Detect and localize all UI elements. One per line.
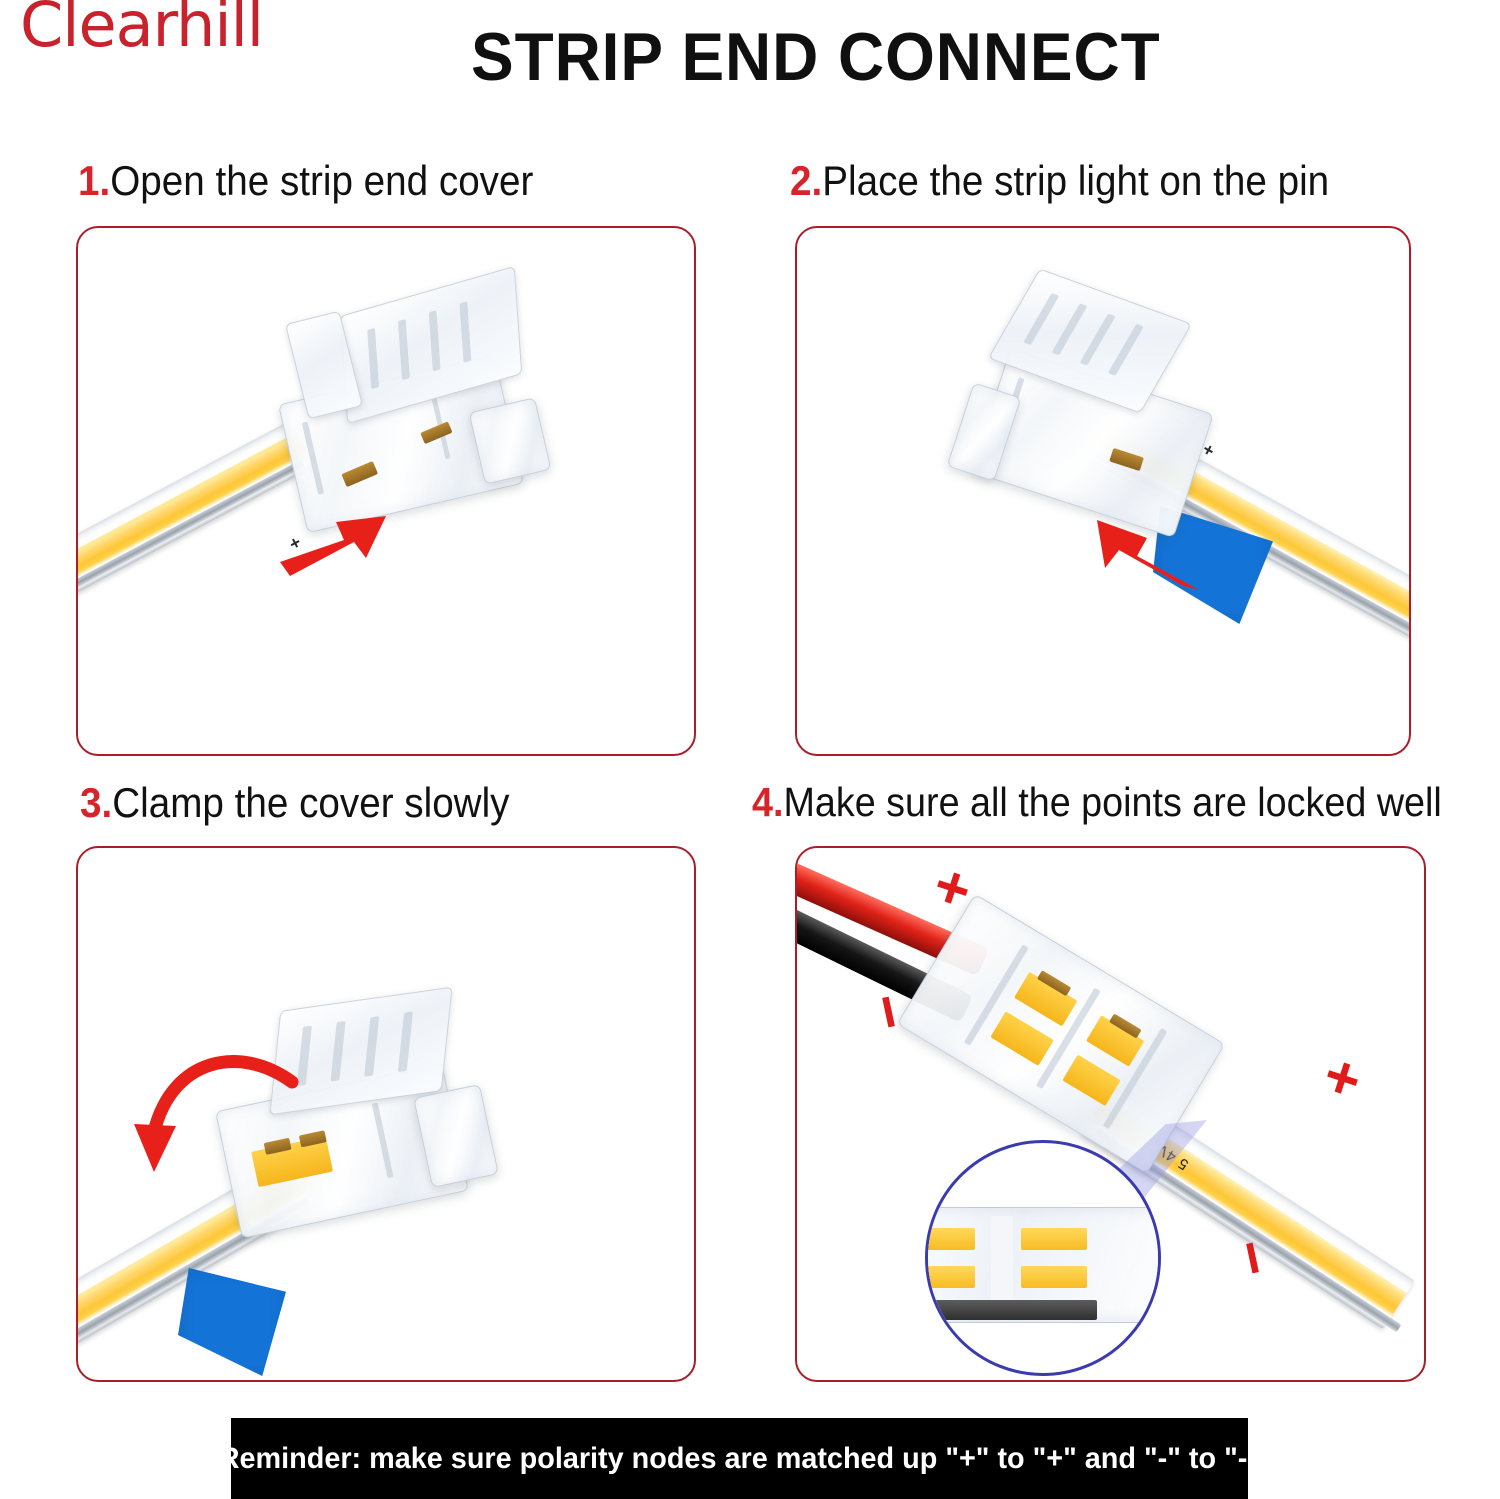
step-2-text: Place the strip light on the pin — [822, 157, 1330, 204]
step-3-illustration — [78, 848, 694, 1380]
step-1-number: 1. — [78, 157, 111, 204]
step-2-image-panel: + — [795, 226, 1411, 756]
step-2-number: 2. — [790, 157, 823, 204]
clamp-arrow-icon — [134, 1055, 299, 1172]
connector-contact-pin — [341, 460, 379, 488]
connector-rib — [301, 421, 325, 495]
cover-rib — [397, 318, 410, 381]
connector-contact-pin — [1109, 447, 1144, 472]
magnified-cob-segment — [928, 1266, 975, 1288]
step-2-illustration: + — [797, 228, 1409, 754]
cover-rib — [1023, 293, 1060, 346]
adhesive-backing-tab — [178, 1268, 286, 1376]
cover-rib — [367, 327, 380, 390]
cover-rib — [397, 1011, 413, 1073]
cover-rib — [428, 310, 441, 372]
polarity-marker-minus-bottom: − — [1216, 1233, 1290, 1283]
step-4-caption: 4.Make sure all the points are locked we… — [752, 782, 1442, 823]
magnified-cob-segment — [928, 1228, 975, 1250]
step-2-caption: 2.Place the strip light on the pin — [790, 160, 1329, 202]
cover-rib — [364, 1016, 380, 1077]
insertion-arrow-icon — [1097, 520, 1199, 590]
cover-rib — [1079, 313, 1116, 366]
magnified-detail-inset — [925, 1140, 1161, 1376]
step-1-caption: 1.Open the strip end cover — [78, 160, 533, 202]
step-1-illustration: + — [78, 228, 694, 754]
cover-rib — [1051, 303, 1088, 356]
step-3-image-panel — [76, 846, 696, 1382]
cover-rib — [1107, 323, 1144, 376]
step-4-illustration: 5 4V + − + − — [797, 848, 1424, 1380]
brand-logo: Clearhill — [20, 0, 264, 61]
step-4-text: Make sure all the points are locked well — [783, 779, 1442, 825]
reminder-text: Reminder: make sure polarity nodes are m… — [218, 1441, 1261, 1475]
step-3-number: 3. — [80, 779, 113, 826]
connector-rib — [371, 1102, 394, 1179]
connector-contact-pin — [420, 421, 453, 445]
page-title: STRIP END CONNECT — [471, 19, 1161, 95]
cover-rib — [459, 301, 472, 363]
polarity-marker-plus-right: + — [1315, 1040, 1370, 1115]
step-3-text: Clamp the cover slowly — [112, 779, 510, 826]
step-3-caption: 3.Clamp the cover slowly — [80, 782, 509, 824]
magnified-cob-segment — [1021, 1266, 1087, 1288]
step-4-image-panel: 5 4V + − + − — [795, 846, 1426, 1382]
connector-cob-window — [990, 1011, 1054, 1066]
magnified-connector-body — [928, 1207, 1158, 1323]
magnified-base-strip — [928, 1300, 1097, 1320]
magnified-cob-segment — [1021, 1228, 1087, 1250]
step-1-image-panel: + — [76, 226, 696, 756]
insertion-arrow-icon — [280, 516, 386, 576]
magnified-center-rail — [991, 1216, 1013, 1314]
step-1-text: Open the strip end cover — [110, 157, 534, 204]
connector-cob-window — [1062, 1054, 1121, 1107]
cover-rib — [330, 1020, 346, 1082]
reminder-banner: Reminder: make sure polarity nodes are m… — [218, 1418, 1261, 1499]
step-4-number: 4. — [752, 779, 784, 825]
